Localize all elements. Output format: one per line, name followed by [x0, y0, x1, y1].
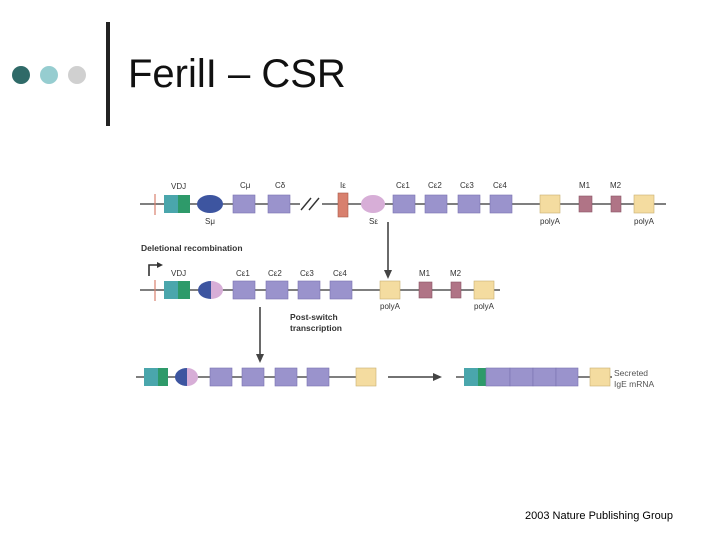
slide-title: FerilI – CSR [128, 52, 346, 96]
splicing-arrow-head [433, 373, 442, 381]
row3-hybrid-s-left [175, 368, 187, 386]
transcription-arrow-head [256, 354, 264, 363]
row2-ce2-box [265, 280, 289, 300]
mrna-label-line2: IgE mRNA [614, 379, 654, 389]
row3-ce2-box [241, 367, 265, 387]
row2-vdj-teal [164, 281, 178, 299]
row2-ce3-box [297, 280, 321, 300]
row2-hybrid-s-left [198, 281, 211, 299]
row1-c-mu-label: Cμ [240, 181, 251, 190]
row2-vdj-label: VDJ [171, 269, 186, 278]
row3-vdj-green [158, 368, 168, 386]
row1-ce3-label: Cε3 [460, 181, 474, 190]
deletional-recombination-label: Deletional recombination [141, 243, 243, 253]
row1-s-eps-ellipse [361, 195, 385, 213]
row3-ce4-box [306, 367, 330, 387]
switch-arrow-1-head [384, 270, 392, 279]
row1-polya-2-box [633, 194, 655, 214]
row2-polya-2-box [473, 280, 495, 300]
row1-c-delta-label: Cδ [275, 181, 286, 190]
decor-dot-2 [40, 66, 58, 84]
row1-i-eps-label: Iε [340, 181, 346, 190]
row1-polya-2-label: polyA [634, 217, 655, 226]
row1-m1-label: M1 [579, 181, 591, 190]
row1-polya-1-label: polyA [540, 217, 561, 226]
row1-ce3-box [457, 194, 481, 214]
row2-polya-1-box [379, 280, 401, 300]
row1-m2-label: M2 [610, 181, 622, 190]
mrna-ce2-block [509, 367, 534, 387]
mrna-ce3-block [532, 367, 557, 387]
row2-polya-2-label: polyA [474, 302, 495, 311]
row2-ce4-label: Cε4 [333, 269, 347, 278]
mrna-ce1-block [485, 367, 511, 387]
row2-m1-label: M1 [419, 269, 431, 278]
row1-m1-box [578, 195, 593, 213]
mrna-polya-box [589, 367, 611, 387]
row1-c-delta-box [267, 194, 291, 214]
decor-dot-3 [68, 66, 86, 84]
row2-m2-label: M2 [450, 269, 462, 278]
row1-s-mu-ellipse [197, 195, 223, 213]
row3-hybrid-s-right [187, 368, 198, 386]
row1-vdj-label: VDJ [171, 182, 186, 191]
mrna-vdj-green [478, 368, 486, 386]
row1-ce4-label: Cε4 [493, 181, 507, 190]
mrna-ce4-block [555, 367, 579, 387]
row3-vdj-teal [144, 368, 158, 386]
row1-polya-1-box [539, 194, 561, 214]
row1-ce2-label: Cε2 [428, 181, 442, 190]
row1-i-eps-box [337, 192, 349, 218]
row2-ce3-label: Cε3 [300, 269, 314, 278]
row2-polya-1-label: polyA [380, 302, 401, 311]
row3-polya-box [355, 367, 377, 387]
mrna-label-line1: Secreted [614, 368, 648, 378]
row1-break-mark-2 [308, 197, 320, 211]
post-switch-label-line2: transcription [290, 323, 342, 333]
row1-s-eps-label: Sε [369, 217, 378, 226]
row1-s-mu-label: Sμ [205, 217, 215, 226]
row1-vdj-green [178, 195, 190, 213]
row1-vdj-teal [164, 195, 178, 213]
row3-ce3-box [274, 367, 298, 387]
row1-break-mark-1 [300, 197, 312, 211]
row1-ce2-box [424, 194, 448, 214]
row1-m2-box [610, 195, 622, 213]
promoter-arrow [148, 264, 158, 276]
row1-ce1-label: Cε1 [396, 181, 410, 190]
row2-m2-box [450, 281, 462, 299]
row1-c-mu-box [232, 194, 256, 214]
row1-ce4-box [489, 194, 513, 214]
row2-vdj-green [178, 281, 190, 299]
row3-ce1-box [209, 367, 233, 387]
row2-hybrid-s-right [211, 281, 223, 299]
post-switch-label-line1: Post-switch [290, 312, 338, 322]
row2-ce2-label: Cε2 [268, 269, 282, 278]
row2-m1-box [418, 281, 433, 299]
row1-ce1-box [392, 194, 416, 214]
row2-ce1-label: Cε1 [236, 269, 250, 278]
promoter-arrow-head [157, 262, 163, 268]
row2-ce1-box [232, 280, 256, 300]
title-divider [106, 22, 110, 126]
image-credit: 2003 Nature Publishing Group [525, 510, 673, 522]
decor-dot-1 [12, 66, 30, 84]
mrna-vdj-teal [464, 368, 478, 386]
row2-ce4-box [329, 280, 353, 300]
